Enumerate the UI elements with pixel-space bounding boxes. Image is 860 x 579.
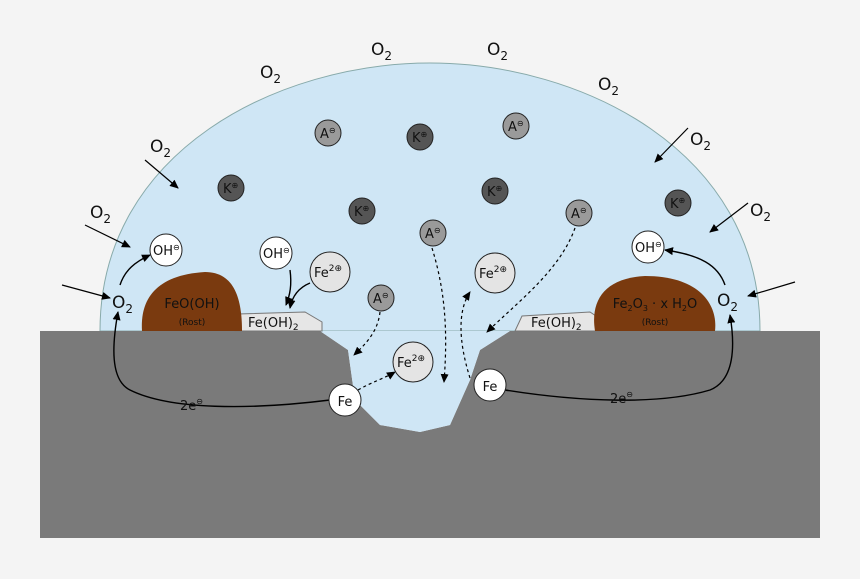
svg-text:2e⊖: 2e⊖ [610, 390, 633, 407]
left-rust-note: (Rost) [179, 318, 206, 328]
svg-text:Fe2⊕: Fe2⊕ [397, 354, 425, 371]
svg-text:A⊖: A⊖ [320, 126, 336, 142]
cation-ions: K⊕ K⊕ K⊕ K⊕ K⊕ [217, 123, 692, 225]
svg-text:Fe2⊕: Fe2⊕ [314, 264, 342, 281]
svg-text:O2: O2 [487, 40, 508, 63]
svg-text:K⊕: K⊕ [412, 130, 427, 146]
hydroxide-ions: OH⊖ OH⊖ OH⊖ [149, 230, 665, 270]
migration-arrows [353, 227, 576, 391]
reaction-arrows [112, 247, 736, 408]
left-rust-formula: FeO(OH) [164, 297, 219, 312]
svg-text:A⊖: A⊖ [373, 291, 389, 307]
svg-text:OH⊖: OH⊖ [263, 246, 290, 262]
svg-text:Fe: Fe [338, 395, 353, 410]
svg-text:OH⊖: OH⊖ [153, 243, 180, 259]
right-feoh2-label: Fe(OH)2 [531, 316, 582, 333]
iron-metal [40, 331, 820, 538]
svg-text:O2: O2 [750, 201, 771, 224]
left-feoh2-label: Fe(OH)2 [248, 316, 299, 333]
left-rust-deposit [141, 272, 242, 331]
svg-text:K⊕: K⊕ [670, 196, 685, 212]
svg-text:O2: O2 [260, 63, 281, 86]
svg-text:O2: O2 [717, 291, 738, 314]
anion-ions: A⊖ A⊖ A⊖ A⊖ A⊖ [314, 112, 593, 312]
oxygen-arrows [61, 127, 796, 300]
right-rust-deposit [594, 276, 716, 331]
svg-text:A⊖: A⊖ [571, 206, 587, 222]
iron-atoms: Fe Fe [328, 368, 507, 417]
svg-text:O2: O2 [112, 293, 133, 316]
svg-text:O2: O2 [598, 75, 619, 98]
oxygen-labels: O2 O2 O2 O2 O2 O2 O2 O2 O2 O2 [90, 40, 771, 316]
svg-text:OH⊖: OH⊖ [635, 240, 662, 256]
right-rust-note: (Rost) [642, 318, 669, 328]
svg-text:Fe: Fe [483, 380, 498, 395]
svg-text:O2: O2 [371, 40, 392, 63]
svg-text:K⊕: K⊕ [223, 181, 238, 197]
ferrous-ions: Fe2⊕ Fe2⊕ Fe2⊕ [309, 251, 516, 383]
svg-text:K⊕: K⊕ [354, 204, 369, 220]
right-rust-formula: Fe2O3 · x H2O [613, 297, 698, 313]
svg-text:2e⊖: 2e⊖ [180, 397, 203, 414]
svg-text:O2: O2 [690, 130, 711, 153]
svg-text:O2: O2 [150, 137, 171, 160]
electron-labels: 2e⊖ 2e⊖ [180, 390, 633, 414]
svg-text:K⊕: K⊕ [487, 184, 502, 200]
svg-text:A⊖: A⊖ [425, 226, 441, 242]
svg-text:O2: O2 [90, 203, 111, 226]
svg-text:Fe2⊕: Fe2⊕ [479, 265, 507, 282]
svg-text:A⊖: A⊖ [508, 119, 524, 135]
